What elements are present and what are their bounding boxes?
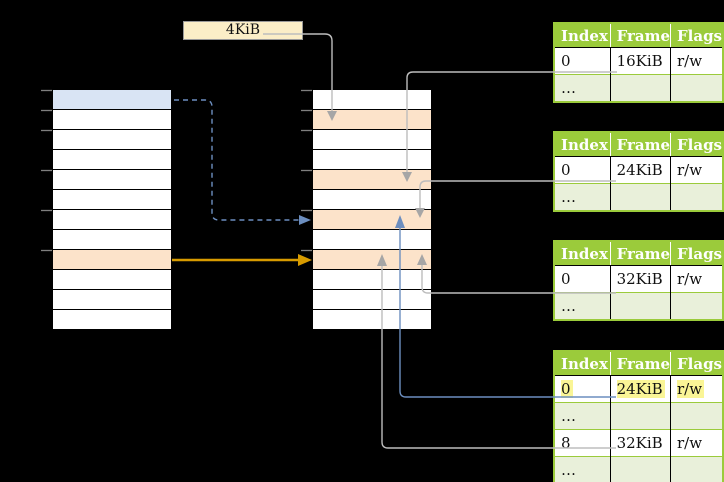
col-header-frame: Frame xyxy=(610,23,672,48)
table-row-ellipsis: … xyxy=(554,183,723,211)
memory-column-middle xyxy=(312,89,432,330)
cell-index: … xyxy=(554,183,611,211)
page-table-4: Index Frame Flags 0 24KiB r/w … 8 32KiB … xyxy=(553,350,724,482)
cell-flags xyxy=(670,402,723,430)
col-header-index: Index xyxy=(554,241,611,266)
cell-frame: 24KiB xyxy=(610,156,672,184)
arrow-left-row0-to-middle-row6 xyxy=(174,99,311,225)
memory-cell xyxy=(313,290,431,310)
cell-frame: 32KiB xyxy=(610,429,672,457)
cell-flags xyxy=(670,183,723,211)
table-row: 0 32KiB r/w xyxy=(554,265,723,293)
cell-frame: 24KiB xyxy=(610,375,672,403)
cell-flags: r/w xyxy=(670,429,723,457)
cell-frame: 32KiB xyxy=(610,265,672,293)
cell-frame xyxy=(610,292,672,320)
cell-index: 0 xyxy=(554,156,611,184)
memory-cell xyxy=(313,270,431,290)
cell-flags: r/w xyxy=(677,52,703,70)
col-header-flags: Flags xyxy=(670,241,723,266)
memory-cell-highlight-orange xyxy=(53,250,171,270)
table-header-row: Index Frame Flags xyxy=(554,23,723,48)
memory-cell-highlight-orange xyxy=(313,250,431,270)
table-row-ellipsis: … xyxy=(554,456,723,482)
cell-index: … xyxy=(554,74,611,102)
cell-frame xyxy=(610,402,672,430)
memory-cell-highlight-orange xyxy=(313,170,431,190)
memory-cell-highlight-blue xyxy=(53,90,171,110)
memory-cell xyxy=(53,230,171,250)
cell-frame xyxy=(610,74,672,102)
page-table-3: Index Frame Flags 0 32KiB r/w … xyxy=(553,240,724,321)
memory-cell xyxy=(53,130,171,150)
col-header-index: Index xyxy=(554,351,611,376)
highlighted-value: 24KiB xyxy=(616,380,665,398)
memory-cell xyxy=(53,170,171,190)
cell-index: 0 xyxy=(554,375,611,403)
highlighted-value: 0 xyxy=(561,380,573,398)
col-header-flags: Flags xyxy=(670,132,723,157)
cell-frame xyxy=(610,456,672,482)
cell-index: 0 xyxy=(554,47,611,75)
page-size-label: 4KiB xyxy=(183,21,303,40)
cell-index: … xyxy=(554,402,611,430)
memory-cell xyxy=(313,190,431,210)
cell-flags xyxy=(670,292,723,320)
table-row-highlighted: 0 24KiB r/w xyxy=(554,375,724,403)
cell-index: … xyxy=(554,292,611,320)
page-table-2: Index Frame Flags 0 24KiB r/w … xyxy=(553,131,724,212)
cell-flags: r/w xyxy=(677,161,703,179)
cell-flags xyxy=(670,74,723,102)
cell-index: 8 xyxy=(554,429,611,457)
page-table-1: Index Frame Flags 0 16KiB r/w … xyxy=(553,22,724,103)
memory-cell xyxy=(53,150,171,170)
memory-cell xyxy=(53,210,171,230)
cell-frame xyxy=(610,183,672,211)
memory-cell xyxy=(53,290,171,310)
cell-flags xyxy=(670,456,723,482)
cell-index: … xyxy=(554,456,611,482)
memory-cell xyxy=(313,310,431,329)
memory-cell xyxy=(53,190,171,210)
table-header-row: Index Frame Flags xyxy=(554,351,723,376)
arrow-left-row8-to-middle-row8 xyxy=(172,254,312,266)
memory-cell xyxy=(53,270,171,290)
col-header-frame: Frame xyxy=(610,132,672,157)
memory-cell xyxy=(53,110,171,130)
col-header-flags: Flags xyxy=(670,351,723,376)
table-row: 0 16KiB r/w xyxy=(554,47,723,75)
memory-cell xyxy=(313,230,431,250)
table-row: 0 24KiB r/w xyxy=(554,156,723,184)
col-header-frame: Frame xyxy=(610,351,672,376)
memory-column-left xyxy=(52,89,172,330)
memory-cell xyxy=(313,130,431,150)
table-row: 8 32KiB r/w xyxy=(554,429,723,457)
memory-cell xyxy=(313,90,431,110)
table-row-ellipsis: … xyxy=(554,402,723,430)
memory-cell-highlight-orange xyxy=(313,110,431,130)
table-row-ellipsis: … xyxy=(554,292,723,320)
memory-cell xyxy=(313,150,431,170)
table-row-ellipsis: … xyxy=(554,74,723,102)
memory-cell-highlight-orange xyxy=(313,210,431,230)
table-header-row: Index Frame Flags xyxy=(554,241,723,266)
col-header-frame: Frame xyxy=(610,241,672,266)
memory-cell xyxy=(53,310,171,329)
cell-flags: r/w xyxy=(677,270,703,288)
col-header-flags: Flags xyxy=(670,23,723,48)
cell-frame: 16KiB xyxy=(610,47,672,75)
left-column-ticks xyxy=(41,89,52,252)
highlighted-value: r/w xyxy=(677,380,705,398)
col-header-index: Index xyxy=(554,132,611,157)
middle-column-ticks xyxy=(301,89,312,252)
cell-index: 0 xyxy=(554,265,611,293)
table-header-row: Index Frame Flags xyxy=(554,132,723,157)
cell-flags: r/w xyxy=(671,376,724,403)
col-header-index: Index xyxy=(554,23,611,48)
